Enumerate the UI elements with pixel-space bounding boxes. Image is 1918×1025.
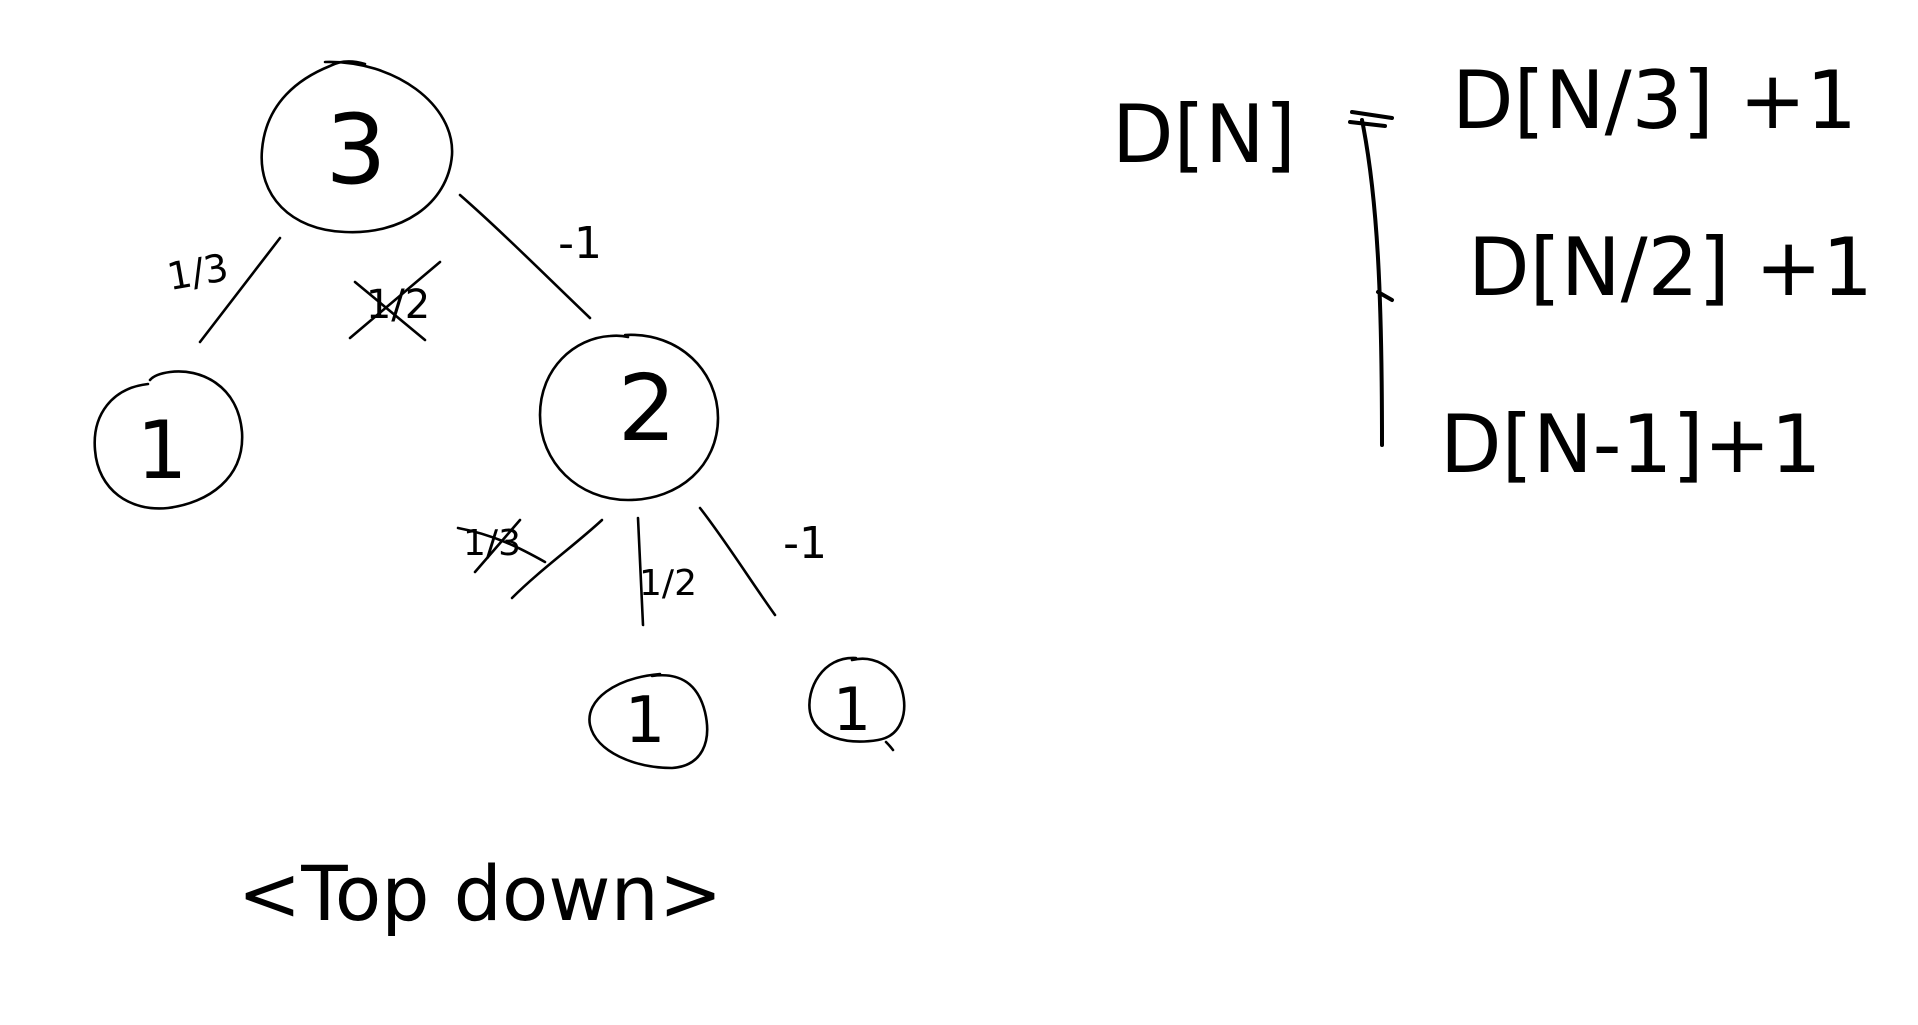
edge-label-root-div3: 1/3 <box>164 245 232 299</box>
node-circle-grandchild-half <box>588 672 709 770</box>
edge-label-two-div2: 1/2 <box>639 563 697 604</box>
node-circle-root <box>260 60 454 234</box>
tree-edge-root-div3 <box>198 236 282 344</box>
edge-label-root-minus1: -1 <box>558 218 602 269</box>
recurrence-term-div3: D[N/3] +1 <box>1452 54 1857 147</box>
tree-node-grandchild-minus-one: 1 <box>808 656 906 752</box>
tree-edge-two-div3 <box>510 518 604 600</box>
node-label-grandchild-half: 1 <box>625 684 666 758</box>
recurrence-lhs: D[N] <box>1112 88 1296 181</box>
recurrence-relation: D[N] D[N/3] +1 D[N/2] +1 D[N-1]+1 <box>1112 54 1873 491</box>
recurrence-term-minus1: D[N-1]+1 <box>1440 398 1822 491</box>
tree-edge-two-minus1 <box>698 506 777 617</box>
node-circle-right-child <box>538 333 720 502</box>
tree-node-left-child: 1 <box>93 370 244 510</box>
tree-caption: <Top down> <box>238 849 723 938</box>
tree-edge-root-minus1 <box>458 193 592 320</box>
tree-node-root: 3 <box>260 60 454 234</box>
tree-edge-two-div2 <box>636 516 645 627</box>
edge-label-root-div2: 1/2 <box>366 282 430 328</box>
edge-label-two-minus1: -1 <box>783 518 827 569</box>
tree-node-grandchild-half: 1 <box>588 672 709 770</box>
crossout-mark-two-div3 <box>456 518 547 574</box>
node-label-left-child: 1 <box>137 404 188 497</box>
recurrence-term-div2: D[N/2] +1 <box>1468 221 1873 314</box>
top-down-tree: 3 1 2 1 1 1/3 1/2 -1 1/3 <box>93 60 906 938</box>
tree-node-right-child: 2 <box>538 333 720 502</box>
node-circle-grandchild-minus-one <box>808 656 906 752</box>
node-label-root: 3 <box>325 94 386 206</box>
crossout-mark-root-div2 <box>348 260 442 342</box>
node-label-right-child: 2 <box>618 355 677 462</box>
node-label-grandchild-minus-one: 1 <box>833 675 871 745</box>
recurrence-brace <box>1348 110 1394 447</box>
node-circle-left-child <box>93 370 244 510</box>
